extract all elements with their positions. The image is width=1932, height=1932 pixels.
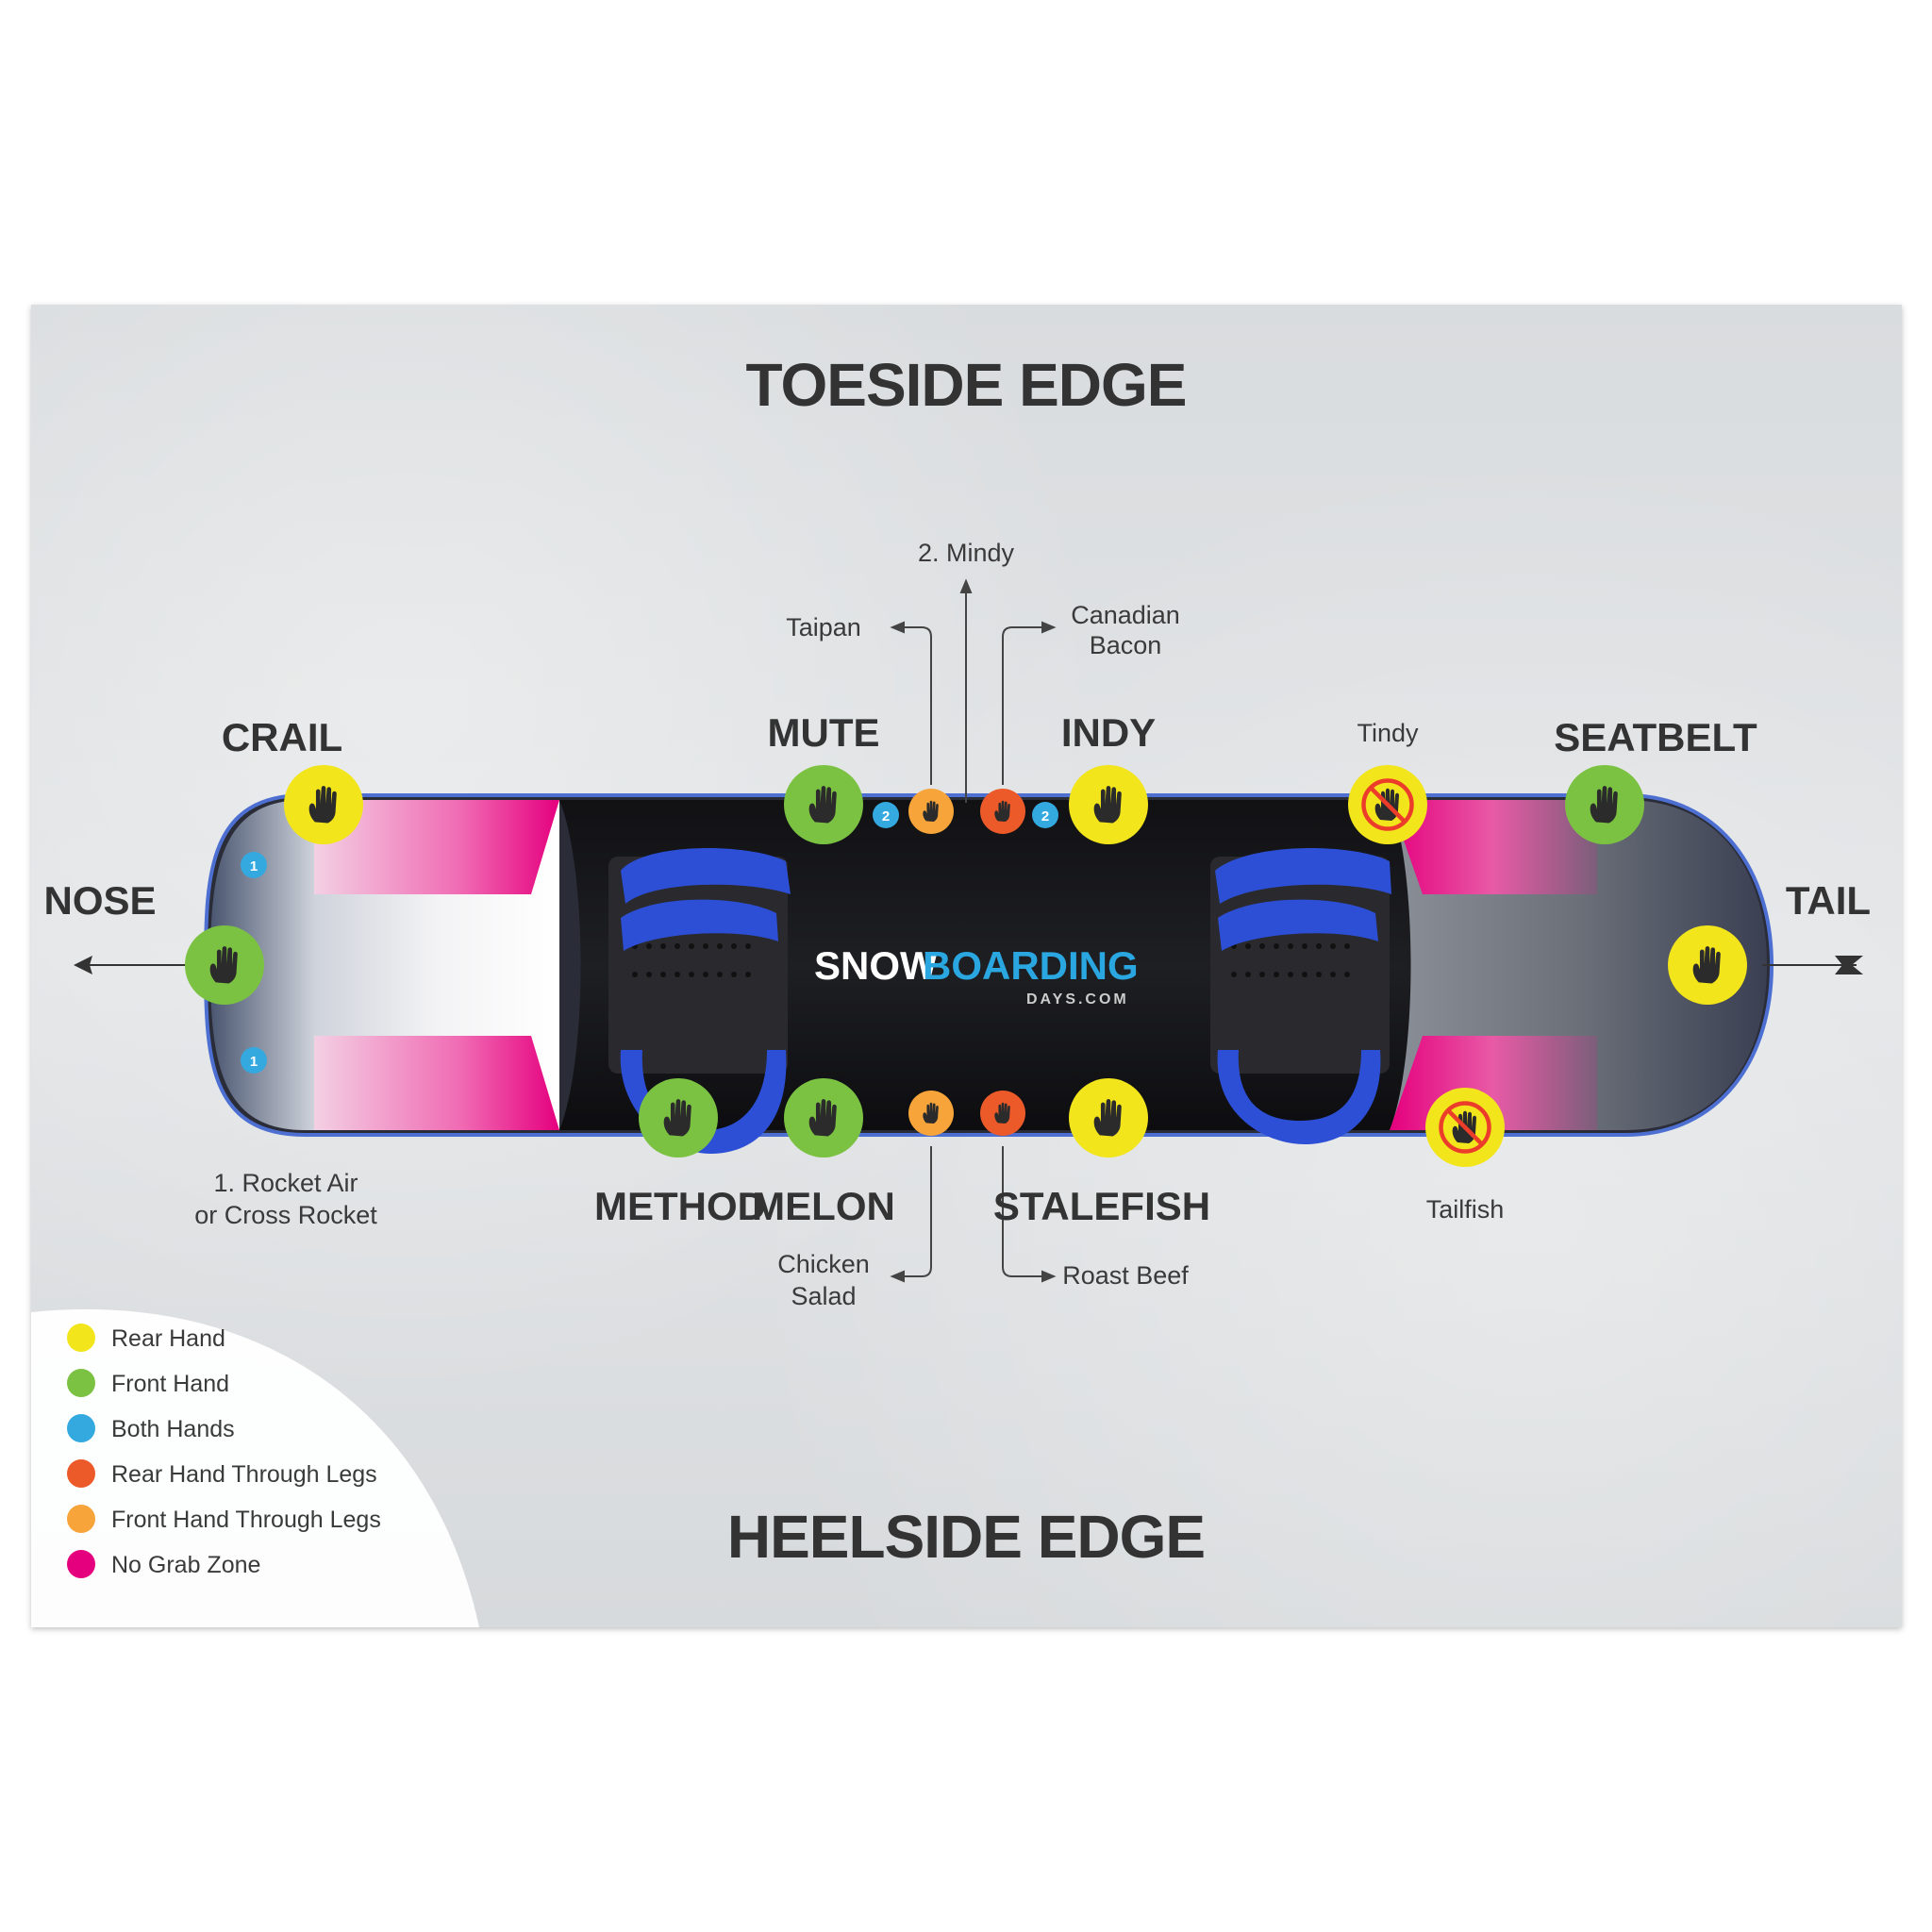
legend-item: Rear Hand Through Legs xyxy=(67,1459,377,1488)
taipan-marker[interactable] xyxy=(908,789,954,834)
front-binding xyxy=(608,848,791,1154)
svg-text:1: 1 xyxy=(250,1054,258,1070)
mute-marker[interactable] xyxy=(784,765,863,844)
nose-marker[interactable] xyxy=(185,925,264,1005)
legend-swatch xyxy=(67,1505,95,1533)
legend-label: Both Hands xyxy=(111,1416,235,1442)
canadian-bacon-label-line1: Canadian xyxy=(1071,601,1180,629)
logo: SNOW BOARDING DAYS.COM xyxy=(814,943,1139,1008)
svg-text:2: 2 xyxy=(882,808,890,824)
legend-swatch xyxy=(67,1414,95,1442)
roast-beef-marker[interactable] xyxy=(980,1091,1025,1136)
legend-label: No Grab Zone xyxy=(111,1552,260,1578)
indy-marker[interactable] xyxy=(1069,765,1148,844)
logo-boarding: BOARDING xyxy=(923,943,1139,988)
stalefish-marker[interactable] xyxy=(1069,1078,1148,1158)
mindy-marker-right[interactable]: 2 xyxy=(1032,802,1058,828)
legend-item: Front Hand xyxy=(67,1369,229,1397)
seatbelt-label: SEATBELT xyxy=(1554,715,1757,759)
logo-days: DAYS.COM xyxy=(1026,991,1129,1008)
rocket-air-label-line2: or Cross Rocket xyxy=(194,1201,377,1229)
legend-label: Front Hand Through Legs xyxy=(111,1507,381,1533)
method-label: METHOD xyxy=(594,1184,766,1228)
method-marker[interactable] xyxy=(639,1078,718,1158)
melon-label: MELON xyxy=(752,1184,895,1228)
rocket-air-marker-top[interactable]: 1 xyxy=(241,852,267,878)
rocket-air-label-line1: 1. Rocket Air xyxy=(213,1169,358,1197)
legend-item: Rear Hand xyxy=(67,1324,225,1352)
tail-label: TAIL xyxy=(1786,878,1871,923)
roast-beef-label: Roast Beef xyxy=(1062,1261,1189,1290)
poster: TOESIDE EDGE HEELSIDE EDGE xyxy=(31,305,1902,1627)
crail-label: CRAIL xyxy=(222,715,342,759)
tail-no-grab-top xyxy=(1390,800,1597,894)
rear-binding xyxy=(1210,848,1391,1144)
tail-arrow xyxy=(1762,956,1863,974)
nose-no-grab-top xyxy=(314,800,559,894)
rocket-air-marker-bottom[interactable]: 1 xyxy=(241,1047,267,1074)
tail-marker[interactable] xyxy=(1668,925,1747,1005)
legend-label: Front Hand xyxy=(111,1371,229,1397)
tindy-marker[interactable] xyxy=(1348,765,1427,844)
mute-label: MUTE xyxy=(768,710,880,755)
seatbelt-marker[interactable] xyxy=(1565,765,1644,844)
nose-arrow xyxy=(74,956,187,974)
chicken-salad-marker[interactable] xyxy=(908,1091,954,1136)
legend-item: Both Hands xyxy=(67,1414,235,1442)
taipan-label: Taipan xyxy=(786,613,861,641)
chicken-salad-label-line2: Salad xyxy=(791,1282,856,1310)
legend-label: Rear Hand xyxy=(111,1325,225,1352)
snowboard: SNOW BOARDING DAYS.COM xyxy=(203,793,1774,1154)
legend-item: Front Hand Through Legs xyxy=(67,1505,381,1533)
legend-backdrop xyxy=(31,1308,479,1627)
tindy-label: Tindy xyxy=(1357,719,1419,747)
nose-no-grab-bottom xyxy=(314,1036,559,1130)
tailfish-label: Tailfish xyxy=(1426,1195,1505,1224)
indy-label: INDY xyxy=(1061,710,1156,755)
legend-item: No Grab Zone xyxy=(67,1550,260,1578)
mindy-marker-left[interactable]: 2 xyxy=(873,802,899,828)
chicken-salad-label-line1: Chicken xyxy=(777,1250,870,1278)
mindy-label: 2. Mindy xyxy=(918,539,1015,567)
legend-label: Rear Hand Through Legs xyxy=(111,1461,377,1488)
legend-swatch xyxy=(67,1369,95,1397)
nose-label: NOSE xyxy=(43,878,156,923)
melon-marker[interactable] xyxy=(784,1078,863,1158)
snowboard-grab-diagram: TOESIDE EDGE HEELSIDE EDGE xyxy=(31,351,1871,1627)
logo-snow: SNOW xyxy=(814,943,938,988)
tailfish-marker[interactable] xyxy=(1425,1088,1505,1167)
legend-swatch xyxy=(67,1459,95,1488)
stalefish-label: STALEFISH xyxy=(993,1184,1210,1228)
legend-swatch xyxy=(67,1550,95,1578)
svg-text:2: 2 xyxy=(1041,808,1049,824)
toeside-edge-title: TOESIDE EDGE xyxy=(746,351,1187,419)
canadian-bacon-label-line2: Bacon xyxy=(1090,631,1162,659)
canadian-bacon-marker[interactable] xyxy=(980,789,1025,834)
svg-text:1: 1 xyxy=(250,858,258,874)
legend-swatch xyxy=(67,1324,95,1352)
bottom-connectors xyxy=(890,1146,1057,1283)
top-connectors xyxy=(890,578,1057,803)
crail-marker[interactable] xyxy=(284,765,363,844)
heelside-edge-title: HEELSIDE EDGE xyxy=(727,1503,1205,1571)
